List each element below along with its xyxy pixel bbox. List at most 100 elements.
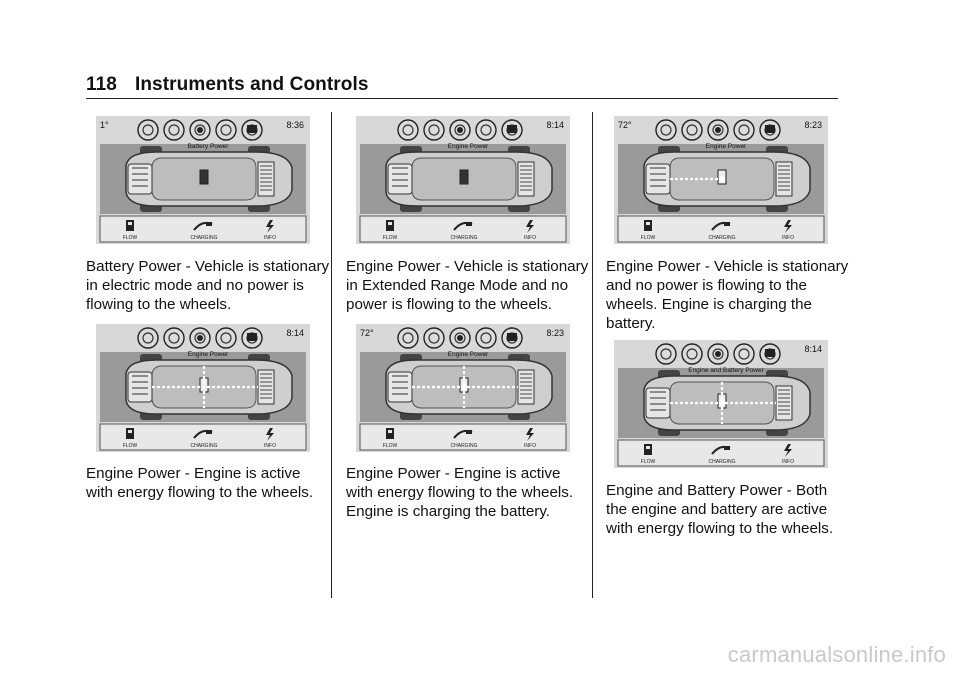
energy-flow-battery <box>719 400 725 406</box>
energy-screen: 72° 8:23 Engine Power FLOW <box>356 324 570 452</box>
energy-flow-wheels <box>152 366 258 408</box>
phone-icon <box>163 327 185 349</box>
clock-readout: 8:14 <box>286 328 304 338</box>
charging-tab: CHARGING <box>709 445 736 465</box>
clock-readout: 8:14 <box>546 120 564 130</box>
mode-label: Engine and Battery Power <box>688 367 764 374</box>
climate-icon <box>475 327 497 349</box>
temperature-readout: 1° <box>100 120 109 130</box>
phone-icon <box>423 327 445 349</box>
figure-engine-and-battery-power: 8:14 Engine and Battery Power FLOW <box>614 340 828 468</box>
audio-icon <box>397 327 419 349</box>
charging-tab: CHARGING <box>451 221 478 241</box>
flow-label: FLOW <box>383 443 398 449</box>
info-label: INFO <box>782 459 794 465</box>
info-tab: INFO <box>264 428 276 449</box>
page-number: 118 <box>86 74 117 95</box>
flow-label: FLOW <box>123 235 138 241</box>
flow-tab: FLOW <box>641 444 656 465</box>
energy-screen: 8:14 Engine Power FLOW <box>96 324 310 452</box>
audio-icon <box>655 343 677 365</box>
info-tab: INFO <box>524 428 536 449</box>
caption-engine-power-wheels-battery: Engine Power - Engine is active with ene… <box>346 465 574 520</box>
audio-icon <box>137 119 159 141</box>
clock-readout: 8:23 <box>804 120 822 130</box>
energy-screen: 72° 8:23 Engine Power FLOW <box>614 116 828 244</box>
charging-label: CHARGING <box>451 443 478 449</box>
flow-tab: FLOW <box>641 220 656 241</box>
audio-icon <box>397 119 419 141</box>
flow-tab: FLOW <box>383 220 398 241</box>
nav-icon <box>707 343 729 365</box>
caption-engine-and-battery-power: Engine and Battery Power - Both the engi… <box>606 482 834 537</box>
clock-readout: 8:14 <box>804 344 822 354</box>
screen-icon <box>241 119 263 141</box>
caption-battery-power-stationary: Battery Power - Vehicle is stationary in… <box>86 258 330 313</box>
figure-engine-power-charging-battery: 72° 8:23 Engine Power FLOW <box>614 116 828 244</box>
screen-icon <box>501 119 523 141</box>
figure-engine-power-wheels: 8:14 Engine Power FLOW <box>96 324 310 452</box>
energy-flow-battery <box>670 176 725 182</box>
phone-icon <box>163 119 185 141</box>
figure-battery-power-stationary: 1° 8:36 Battery Power FLOW CHA <box>96 116 310 244</box>
charging-label: CHARGING <box>709 459 736 465</box>
phone-icon <box>681 343 703 365</box>
charging-label: CHARGING <box>191 443 218 449</box>
nav-icon <box>449 119 471 141</box>
column-divider-2 <box>592 112 593 598</box>
charging-tab: CHARGING <box>191 429 218 449</box>
charging-label: CHARGING <box>451 235 478 241</box>
section-title: Instruments and Controls <box>134 74 369 95</box>
nav-icon <box>189 119 211 141</box>
energy-screen: 1° 8:36 Battery Power FLOW CHA <box>96 116 310 244</box>
info-tab: INFO <box>264 220 276 241</box>
charging-tab: CHARGING <box>191 221 218 241</box>
charging-label: CHARGING <box>709 235 736 241</box>
caption-engine-power-extended-range: Engine Power - Vehicle is stationary in … <box>346 258 589 313</box>
screen-icon <box>759 343 781 365</box>
info-tab: INFO <box>524 220 536 241</box>
charging-tab: CHARGING <box>451 429 478 449</box>
header-rule <box>86 98 838 99</box>
car-diagram <box>643 146 811 212</box>
mode-label: Battery Power <box>188 143 230 150</box>
flow-tab: FLOW <box>123 428 138 449</box>
flow-label: FLOW <box>383 235 398 241</box>
flow-label: FLOW <box>641 235 656 241</box>
audio-icon <box>137 327 159 349</box>
energy-screen: 8:14 Engine and Battery Power FLOW <box>614 340 828 468</box>
mode-label: Engine Power <box>706 143 747 150</box>
climate-icon <box>475 119 497 141</box>
climate-icon <box>215 327 237 349</box>
phone-icon <box>681 119 703 141</box>
info-label: INFO <box>782 235 794 241</box>
mode-label: Engine Power <box>448 351 489 358</box>
info-tab: INFO <box>782 220 794 241</box>
flow-label: FLOW <box>123 443 138 449</box>
climate-icon <box>215 119 237 141</box>
climate-icon <box>733 343 755 365</box>
flow-label: FLOW <box>641 459 656 465</box>
flow-tab: FLOW <box>123 220 138 241</box>
phone-icon <box>423 119 445 141</box>
car-diagram <box>125 146 293 212</box>
audio-icon <box>655 119 677 141</box>
nav-icon <box>189 327 211 349</box>
charging-tab: CHARGING <box>709 221 736 241</box>
screen-icon <box>759 119 781 141</box>
flow-tab: FLOW <box>383 428 398 449</box>
info-tab: INFO <box>782 444 794 465</box>
info-label: INFO <box>524 443 536 449</box>
caption-engine-power-wheels: Engine Power - Engine is active with ene… <box>86 465 314 501</box>
climate-icon <box>733 119 755 141</box>
caption-engine-power-charging-battery: Engine Power - Vehicle is stationary and… <box>606 258 849 332</box>
energy-flow-battery <box>412 384 467 390</box>
figure-engine-power-wheels-battery: 72° 8:23 Engine Power FLOW <box>356 324 570 452</box>
energy-screen: 8:14 Engine Power FLOW CHARGING <box>356 116 570 244</box>
mode-label: Engine Power <box>448 143 489 150</box>
page-header: 118 Instruments and Controls <box>86 74 369 96</box>
clock-readout: 8:36 <box>286 120 304 130</box>
info-label: INFO <box>264 235 276 241</box>
screen-icon <box>501 327 523 349</box>
mode-label: Engine Power <box>188 351 229 358</box>
